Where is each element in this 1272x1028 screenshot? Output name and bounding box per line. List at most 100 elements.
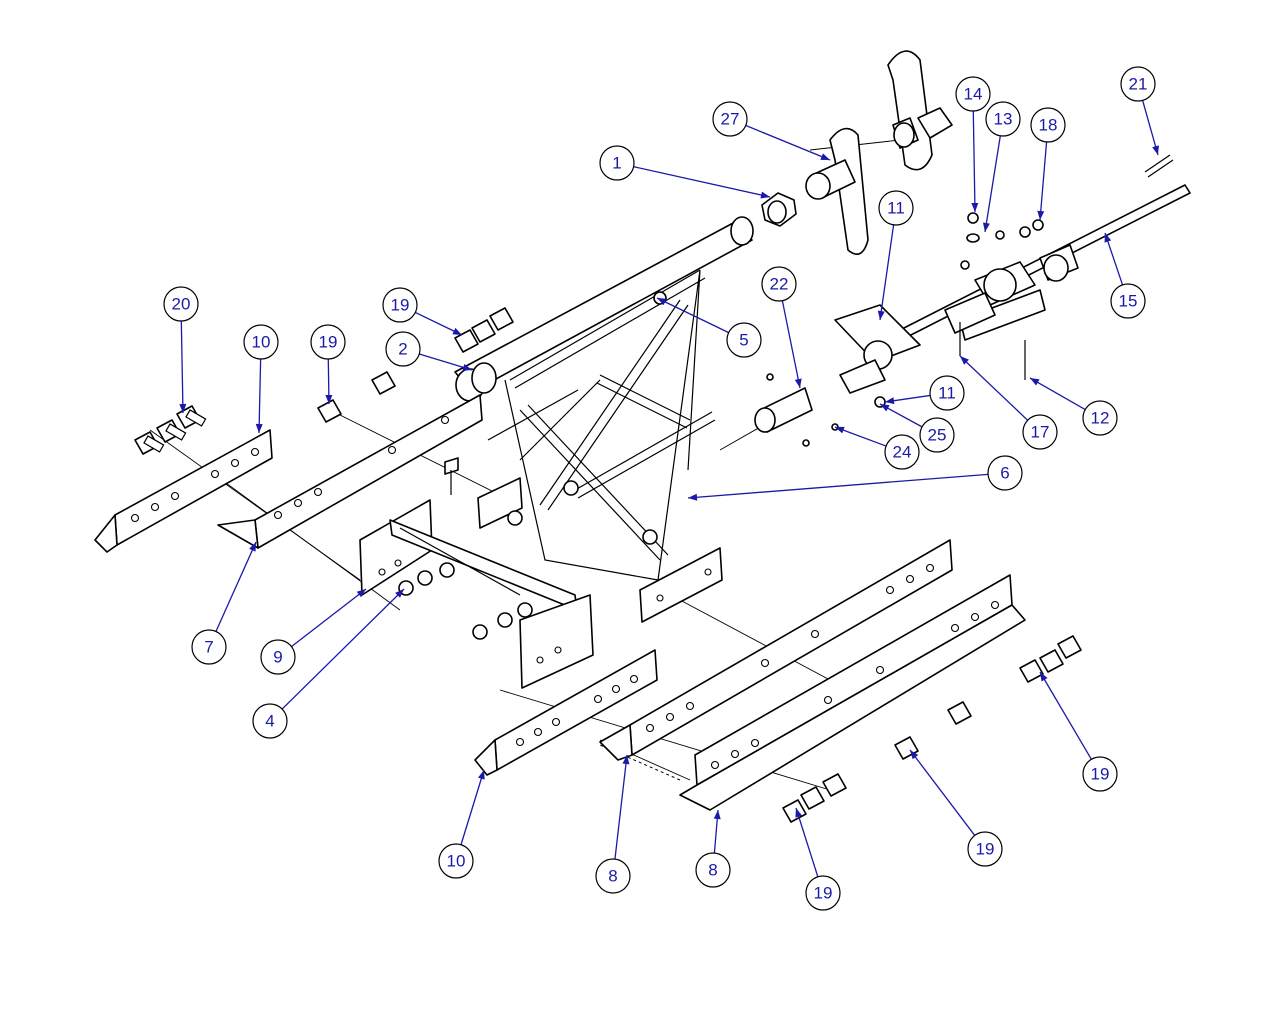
leader-line bbox=[258, 358, 262, 434]
leader-line bbox=[795, 807, 819, 877]
leader-line bbox=[1039, 671, 1092, 760]
callout-circle bbox=[252, 703, 288, 739]
bolt-icon bbox=[317, 399, 342, 423]
leader-line bbox=[291, 588, 367, 648]
bolt-icon bbox=[134, 431, 165, 455]
callout-15: 15 bbox=[1104, 232, 1146, 319]
callout-number: 19 bbox=[814, 884, 833, 903]
leader-line bbox=[879, 224, 895, 321]
callout-number: 15 bbox=[1119, 292, 1138, 311]
bolt-icon bbox=[454, 329, 479, 353]
callout-8: 8 bbox=[595, 754, 631, 894]
leader-line bbox=[656, 297, 729, 334]
arrowhead-icon bbox=[688, 493, 698, 501]
callout-2: 2 bbox=[385, 331, 473, 371]
arrowhead-icon bbox=[462, 364, 472, 371]
arrowhead-icon bbox=[452, 327, 462, 335]
callout-circle bbox=[929, 375, 965, 411]
arrowhead-icon bbox=[885, 397, 895, 405]
callout-number: 21 bbox=[1129, 75, 1148, 94]
leader-line bbox=[1029, 377, 1086, 411]
callout-circle bbox=[1120, 66, 1156, 102]
assembly-drawing bbox=[94, 50, 1191, 823]
coupling-22 bbox=[754, 373, 839, 447]
callout-circle bbox=[163, 286, 199, 322]
callout-number: 10 bbox=[252, 333, 271, 352]
callout-18: 18 bbox=[1030, 107, 1066, 221]
callout-number: 13 bbox=[994, 110, 1013, 129]
bolt-icon bbox=[1057, 635, 1082, 659]
callout-8: 8 bbox=[695, 809, 731, 888]
leader-line bbox=[614, 754, 628, 860]
arrowhead-icon bbox=[395, 589, 404, 598]
bearing-bracket-11 bbox=[834, 304, 921, 394]
bracket-plate-27 bbox=[805, 50, 953, 256]
callout-19: 19 bbox=[1039, 671, 1118, 792]
callout-circle bbox=[967, 831, 1003, 867]
main-tube bbox=[454, 216, 754, 402]
bolt-icon bbox=[782, 799, 807, 823]
arrowhead-icon bbox=[1104, 233, 1112, 243]
callout-10: 10 bbox=[243, 324, 279, 434]
callout-17: 17 bbox=[959, 355, 1058, 450]
leader-line bbox=[909, 749, 976, 836]
arrowhead-icon bbox=[249, 542, 256, 552]
callout-19: 19 bbox=[795, 807, 841, 911]
callout-circle bbox=[695, 852, 731, 888]
callout-circle bbox=[1022, 414, 1058, 450]
callout-circle bbox=[599, 145, 635, 181]
angle-right-8 bbox=[679, 574, 1026, 811]
callout-number: 17 bbox=[1031, 423, 1050, 442]
arrowhead-icon bbox=[794, 378, 802, 388]
callout-circle bbox=[191, 629, 227, 665]
callout-21: 21 bbox=[1120, 66, 1159, 156]
callout-number: 19 bbox=[976, 840, 995, 859]
bolt-icon bbox=[444, 457, 459, 495]
arrowhead-icon bbox=[877, 310, 885, 320]
callout-circle bbox=[1110, 283, 1146, 319]
callout-number: 27 bbox=[721, 110, 740, 129]
callout-circle bbox=[1082, 400, 1118, 436]
callout-circle bbox=[385, 331, 421, 367]
callout-circle bbox=[712, 101, 748, 137]
arrowhead-icon bbox=[657, 298, 667, 306]
callout-20: 20 bbox=[163, 286, 199, 414]
callout-19: 19 bbox=[909, 749, 1003, 867]
callout-circle bbox=[595, 858, 631, 894]
arrowhead-icon bbox=[356, 589, 366, 598]
callout-number: 4 bbox=[265, 712, 274, 731]
callout-6: 6 bbox=[687, 455, 1023, 501]
callout-circle bbox=[1082, 756, 1118, 792]
callout-10: 10 bbox=[438, 769, 485, 879]
callout-13: 13 bbox=[982, 101, 1021, 233]
callout-number: 1 bbox=[612, 154, 621, 173]
bolt-icon bbox=[822, 773, 847, 797]
callout-circle bbox=[919, 417, 955, 453]
arrowhead-icon bbox=[910, 750, 919, 760]
callout-number: 6 bbox=[1000, 464, 1009, 483]
callout-number: 8 bbox=[708, 861, 717, 880]
arrowhead-icon bbox=[622, 755, 630, 765]
callout-circle bbox=[805, 875, 841, 911]
callout-number: 9 bbox=[273, 648, 282, 667]
callout-number: 12 bbox=[1091, 409, 1110, 428]
arrowhead-icon bbox=[820, 153, 830, 160]
callout-11: 11 bbox=[884, 375, 965, 411]
arrowhead-icon bbox=[255, 423, 263, 433]
leader-line bbox=[633, 166, 771, 198]
arrowhead-icon bbox=[478, 770, 485, 780]
arrowhead-icon bbox=[325, 394, 333, 404]
leader-line bbox=[1104, 232, 1124, 286]
bolt-icon bbox=[1019, 659, 1044, 683]
arrowhead-icon bbox=[179, 403, 187, 413]
arrowhead-icon bbox=[982, 222, 990, 232]
callout-circle bbox=[382, 287, 418, 323]
callout-circle bbox=[987, 455, 1023, 491]
bolt-icon bbox=[176, 405, 207, 429]
bolt-icon bbox=[947, 701, 972, 725]
callout-number: 18 bbox=[1039, 116, 1058, 135]
angle-bottom-10 bbox=[474, 649, 658, 776]
pillow-block-bearing-12 bbox=[944, 261, 1046, 380]
leader-line bbox=[1039, 141, 1048, 221]
